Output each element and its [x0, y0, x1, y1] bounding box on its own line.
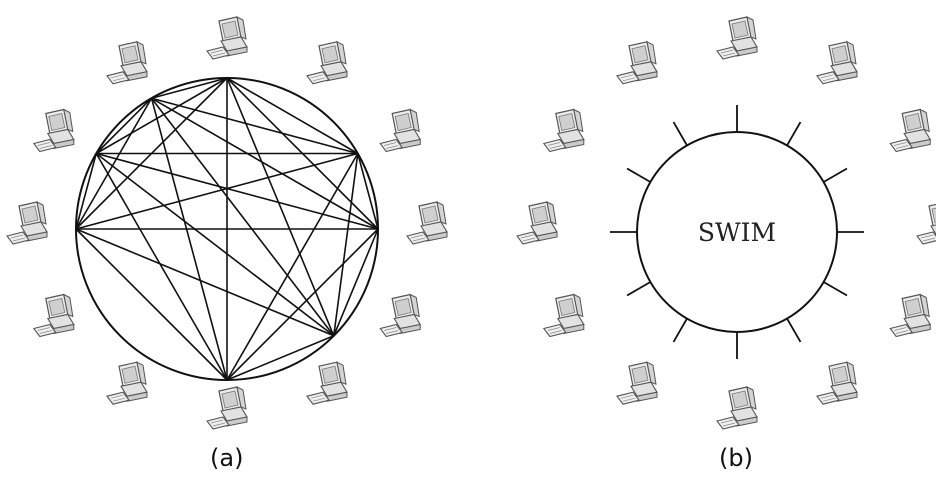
connection-stub — [674, 122, 688, 145]
connection-stub — [787, 319, 801, 342]
desktop-computer-icon — [617, 42, 657, 84]
panel-a: (a) — [7, 17, 447, 472]
desktop-computer-icon — [34, 110, 74, 152]
desktop-computer-icon — [544, 110, 584, 152]
desktop-computer-icon — [207, 387, 247, 429]
mesh-link — [152, 98, 228, 380]
desktop-computer-icon — [917, 202, 936, 244]
mesh-link — [358, 154, 378, 230]
desktop-computer-icon — [107, 42, 147, 84]
mesh-link — [76, 229, 227, 380]
desktop-computer-icon — [717, 17, 757, 59]
mesh-link — [227, 154, 358, 381]
mesh-links — [76, 78, 378, 380]
desktop-computer-icon — [380, 110, 420, 152]
mesh-link — [96, 154, 227, 381]
connection-stub — [787, 122, 801, 145]
mesh-link — [76, 98, 152, 229]
desktop-computer-icon — [7, 202, 47, 244]
desktop-computer-icon — [380, 295, 420, 337]
desktop-computer-icon — [890, 110, 930, 152]
desktop-computer-icon — [817, 362, 857, 404]
mesh-link — [152, 98, 379, 229]
mesh-link — [227, 78, 358, 154]
caption-a: (a) — [210, 444, 243, 472]
desktop-computer-icon — [407, 202, 447, 244]
mesh-link — [76, 154, 96, 230]
mesh-link — [96, 78, 227, 154]
connection-stub — [674, 319, 688, 342]
mesh-link — [152, 78, 228, 98]
desktop-computer-icon — [517, 202, 557, 244]
desktop-computer-icon — [34, 295, 74, 337]
connection-stub — [627, 282, 650, 296]
mesh-link — [227, 78, 334, 336]
mesh-link — [76, 229, 334, 336]
center-label: SWIM — [698, 218, 776, 247]
desktop-computer-icon — [617, 362, 657, 404]
desktop-computer-icon — [107, 362, 147, 404]
desktop-computer-icon — [307, 42, 347, 84]
mesh-link — [227, 229, 378, 380]
connection-stub — [824, 169, 847, 183]
connection-stub — [824, 282, 847, 296]
caption-b: (b) — [719, 444, 753, 472]
panel-b: SWIM (b) — [517, 17, 936, 472]
connection-stub — [627, 169, 650, 183]
mesh-link — [227, 336, 334, 380]
desktop-computer-icon — [307, 362, 347, 404]
desktop-computer-icon — [717, 387, 757, 429]
desktop-computer-icon — [890, 295, 930, 337]
desktop-computer-icon — [207, 17, 247, 59]
desktop-computer-icon — [817, 42, 857, 84]
desktop-computer-icon — [544, 295, 584, 337]
